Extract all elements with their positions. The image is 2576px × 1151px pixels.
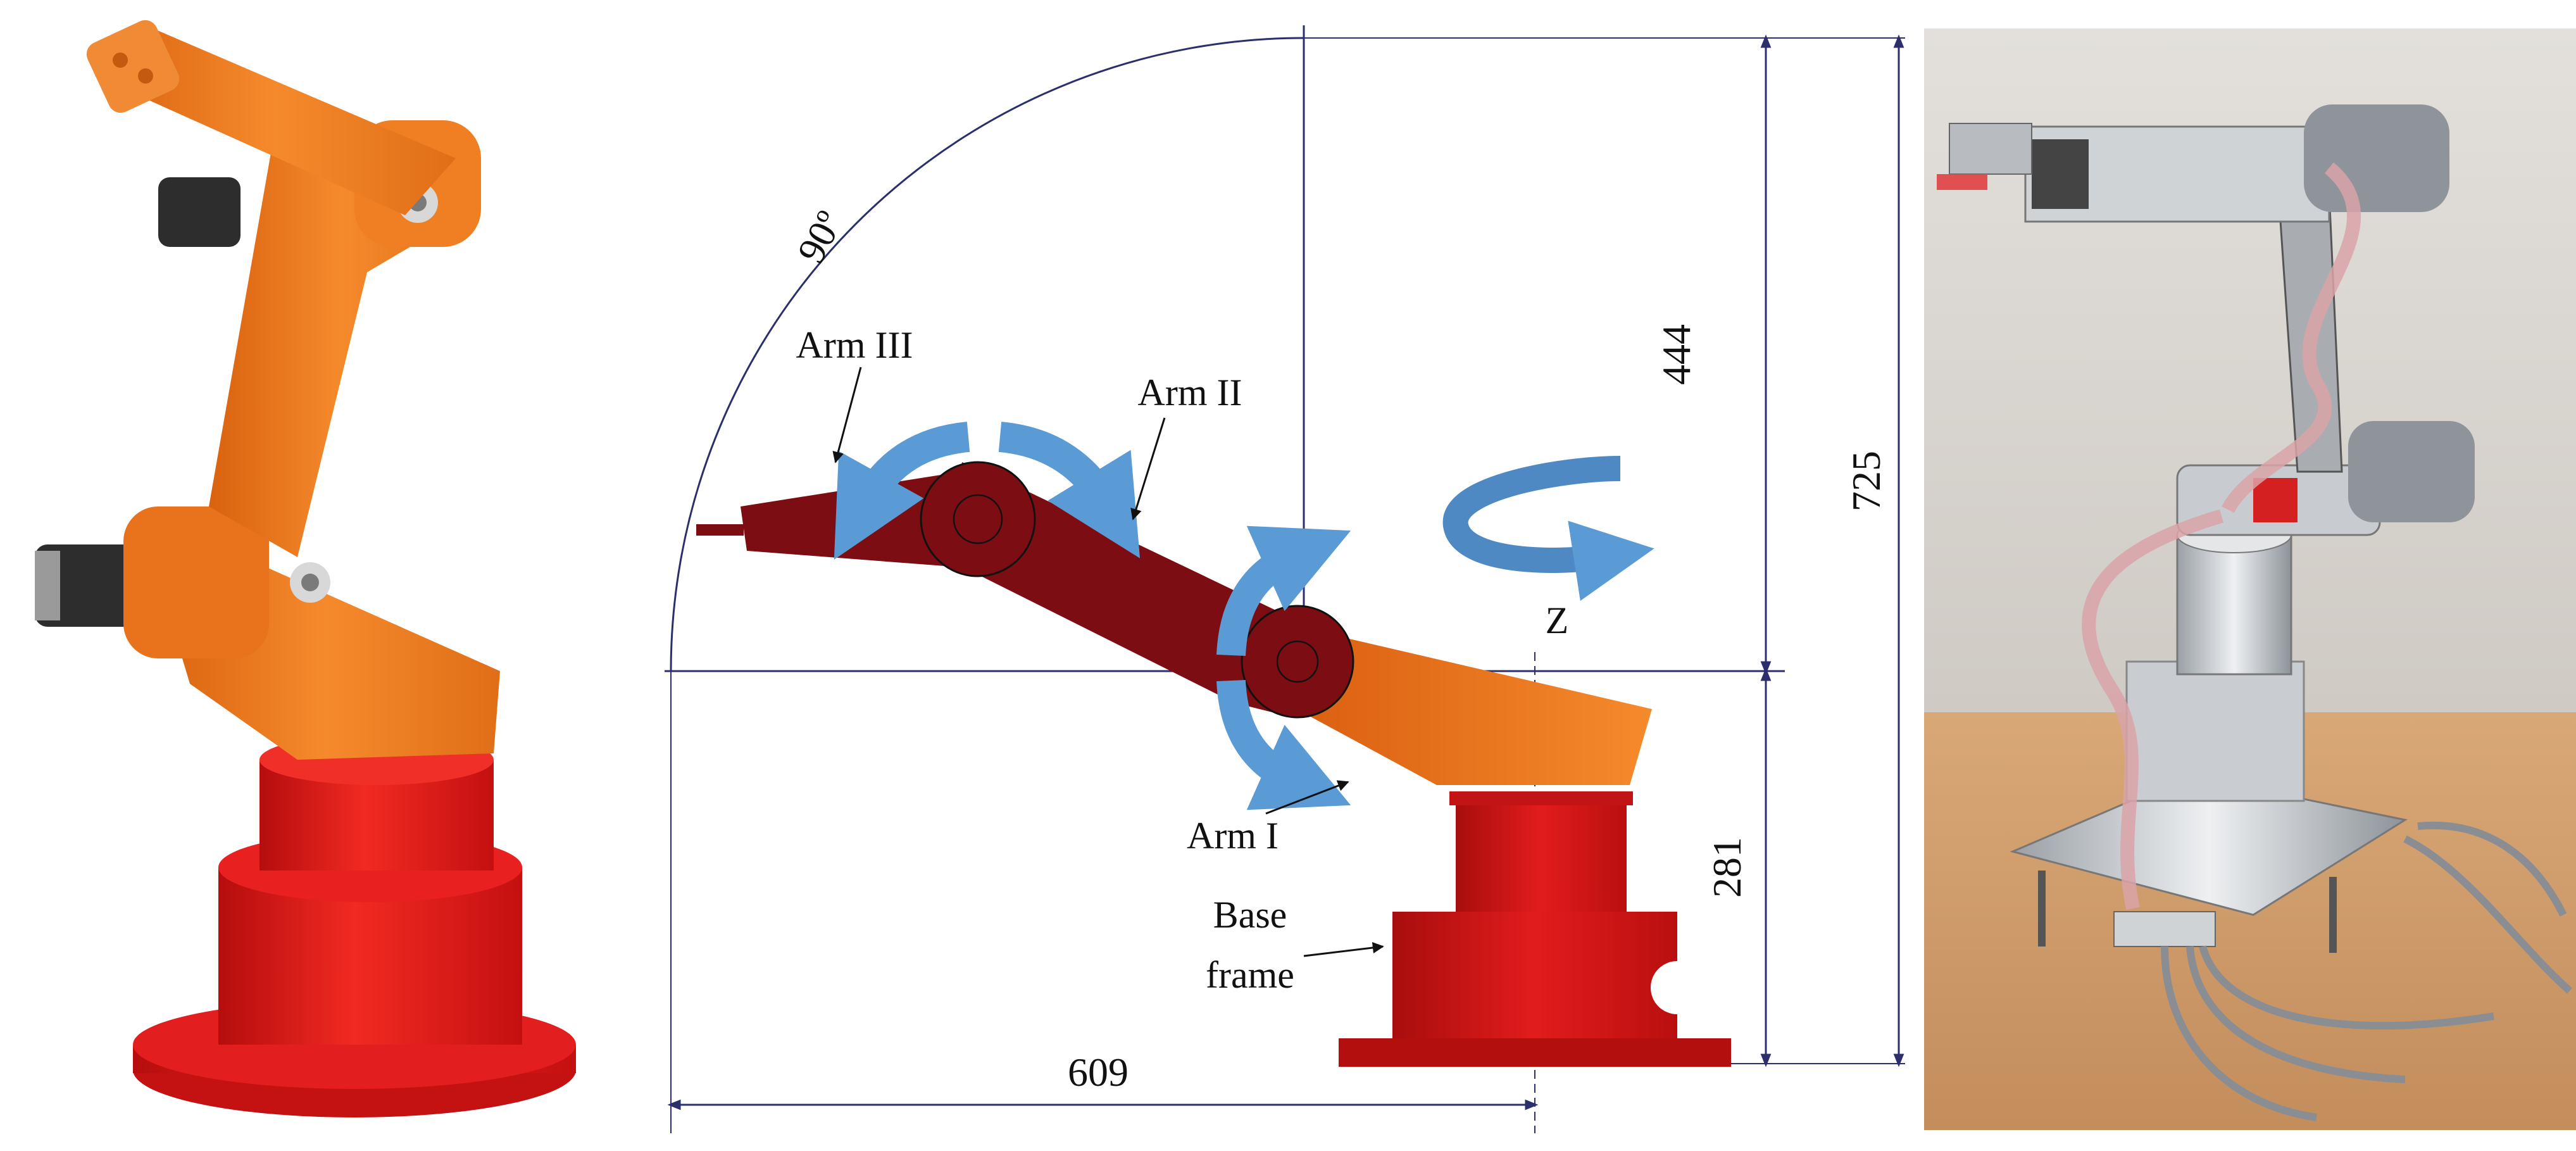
robot-photo-panel — [1924, 28, 2576, 1130]
cad-render-panel — [0, 0, 627, 1151]
robot-photo — [1924, 28, 2576, 1130]
photo-column — [2176, 534, 2292, 676]
cad-motor-upper — [158, 177, 241, 247]
cad-arm-upper — [95, 25, 456, 215]
dimension-diagram-panel: 90º Arm III Arm II Z Arm I Base frame 44… — [627, 0, 1911, 1151]
reach-arc — [670, 37, 1304, 672]
dimension-diagram: 90º Arm III Arm II Z Arm I Base frame 44… — [665, 25, 1905, 1133]
rotation-arrow-z-axis — [1442, 456, 1654, 601]
dimension-label-609: 609 — [1068, 1050, 1129, 1095]
cad-end-effector — [86, 20, 180, 113]
dimension-label-444: 444 — [1654, 324, 1699, 385]
photo-tube-upper — [2222, 162, 2361, 513]
angle-label: 90º — [789, 204, 851, 270]
end-effector-tip — [696, 524, 744, 536]
photo-gripper — [1949, 123, 2032, 175]
dimension-label-725: 725 — [1844, 451, 1889, 512]
photo-motor-lower — [2348, 421, 2475, 522]
label-arm-ii: Arm II — [1138, 372, 1242, 413]
label-base-frame-line2: frame — [1206, 954, 1294, 996]
joint-lower — [1241, 605, 1354, 719]
label-axis-z: Z — [1546, 600, 1569, 641]
joint-upper — [920, 461, 1036, 577]
label-arm-iii: Arm III — [796, 324, 913, 366]
rotation-arrow-upper-right — [998, 422, 1141, 558]
cad-render-image — [35, 20, 576, 1117]
label-base-frame-line1: Base — [1213, 894, 1287, 936]
rotation-arrow-lower-bottom — [1216, 679, 1351, 810]
photo-motor-upper — [2304, 104, 2449, 212]
photo-tube-lower — [2082, 509, 2224, 910]
cad-motor-lower — [35, 544, 142, 627]
rotation-arrow-upper-left — [834, 422, 970, 560]
rotation-arrow-lower-top — [1216, 525, 1351, 657]
base-frame-shape — [1339, 791, 1731, 1067]
photo-cables — [2161, 821, 2572, 1121]
arm-i-shape — [1285, 627, 1652, 785]
label-arm-i: Arm I — [1187, 815, 1279, 857]
dimension-label-281: 281 — [1704, 837, 1749, 898]
